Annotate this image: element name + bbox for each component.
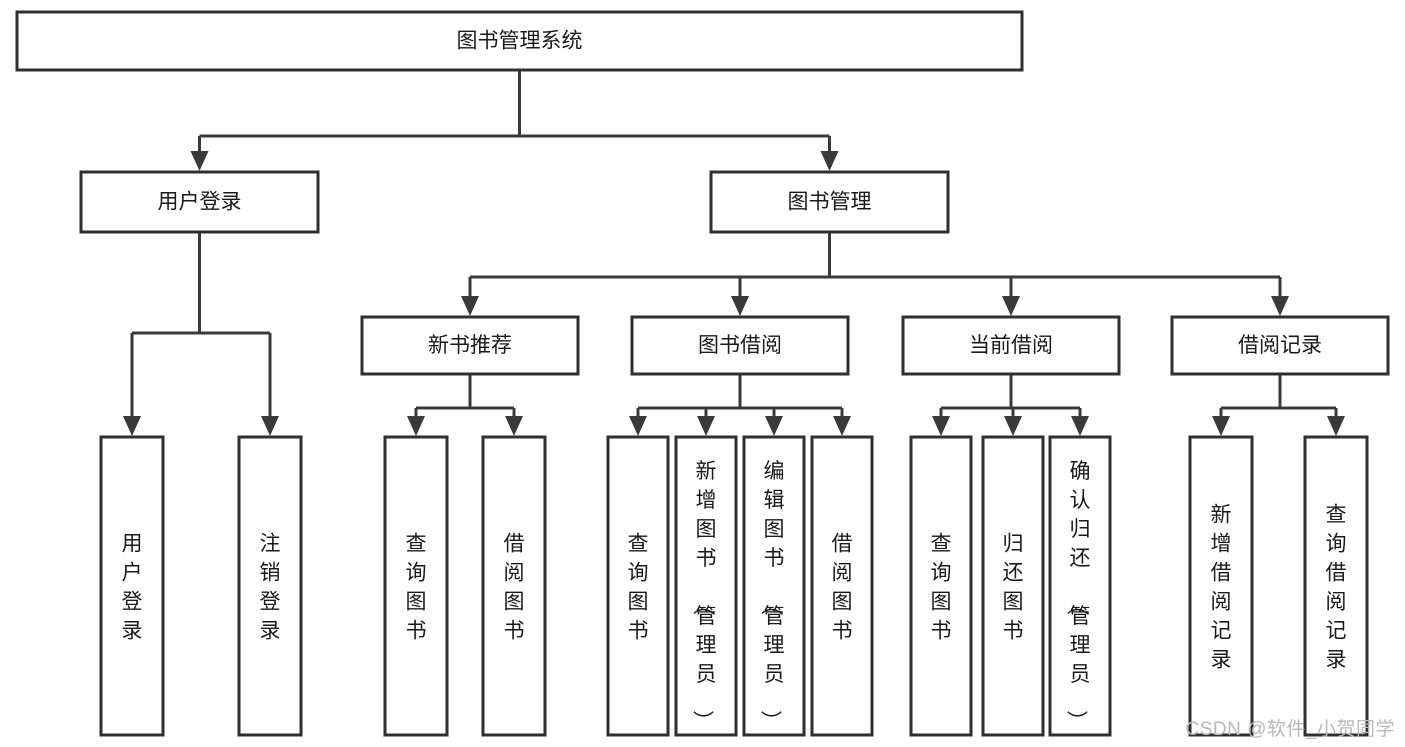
node-label-book-borrow: 图书借阅 xyxy=(698,334,782,357)
node-leaf-query-book-1[interactable]: 查询图书 xyxy=(383,435,449,737)
csdn-watermark: CSDN @软件_小贺同学 xyxy=(1185,719,1395,740)
node-label-borrow-record: 借阅记录 xyxy=(1238,334,1322,357)
arrow-new-book-recommend-leaf-query-book-1 xyxy=(407,416,425,436)
node-new-book-recommend[interactable]: 新书推荐 xyxy=(360,315,580,376)
node-leaf-return-book[interactable]: 归还图书 xyxy=(981,435,1045,737)
node-box-leaf-query-book-2 xyxy=(606,435,670,737)
arrow-root-book-manage xyxy=(820,151,839,171)
node-box-leaf-add-book xyxy=(674,435,738,737)
arrow-new-book-recommend-leaf-borrow-book-1 xyxy=(505,416,523,436)
arrow-current-borrow-leaf-query-book-3 xyxy=(932,416,950,436)
node-label-leaf-user-login: 用户登录 xyxy=(122,533,143,643)
arrow-book-borrow-leaf-query-book-2 xyxy=(629,416,647,436)
arrow-user-login-leaf-user-login xyxy=(123,416,141,436)
edges-layer xyxy=(123,70,1345,436)
nodes-layer: 图书管理系统用户登录图书管理新书推荐图书借阅当前借阅借阅记录用户登录注销登录查询… xyxy=(15,10,1390,737)
arrow-user-login-leaf-user-logout xyxy=(261,416,279,436)
node-label-leaf-borrow-book-1: 借阅图书 xyxy=(504,533,525,643)
arrow-book-borrow-leaf-borrow-book-2 xyxy=(833,416,851,436)
node-box-leaf-user-logout xyxy=(237,435,303,737)
node-label-root: 图书管理系统 xyxy=(457,30,583,53)
node-box-leaf-query-record xyxy=(1303,435,1369,737)
node-label-current-borrow: 当前借阅 xyxy=(969,334,1053,357)
node-leaf-user-logout[interactable]: 注销登录 xyxy=(237,435,303,737)
node-label-leaf-borrow-book-2: 借阅图书 xyxy=(832,533,853,643)
node-box-borrow-record xyxy=(1170,315,1390,376)
arrow-borrow-record-leaf-add-record xyxy=(1212,416,1230,436)
arrow-book-borrow-leaf-add-book xyxy=(697,416,715,436)
node-label-new-book-recommend: 新书推荐 xyxy=(428,334,512,357)
arrow-borrow-record-leaf-query-record xyxy=(1327,416,1345,436)
arrow-book-manage-new-book-recommend xyxy=(461,296,479,316)
node-box-root xyxy=(15,10,1024,72)
node-box-leaf-query-book-1 xyxy=(383,435,449,737)
node-label-leaf-query-book-2: 查询图书 xyxy=(628,533,649,643)
node-box-user-login xyxy=(79,170,320,234)
node-box-leaf-edit-book xyxy=(742,435,806,737)
node-label-leaf-confirm-return: 确认归还（管理员） xyxy=(1065,460,1091,731)
node-leaf-query-record[interactable]: 查询借阅记录 xyxy=(1303,435,1369,737)
node-label-leaf-query-record: 查询借阅记录 xyxy=(1326,504,1347,672)
node-user-login[interactable]: 用户登录 xyxy=(79,170,320,234)
node-leaf-user-login[interactable]: 用户登录 xyxy=(99,435,165,737)
node-leaf-confirm-return[interactable]: 确认归还（管理员） xyxy=(1048,435,1112,737)
node-label-leaf-user-logout: 注销登录 xyxy=(260,533,281,643)
node-box-leaf-return-book xyxy=(981,435,1045,737)
arrow-book-manage-current-borrow xyxy=(1002,296,1020,316)
node-label-leaf-return-book: 归还图书 xyxy=(1003,533,1024,643)
node-root[interactable]: 图书管理系统 xyxy=(15,10,1024,72)
node-box-leaf-borrow-book-2 xyxy=(810,435,874,737)
arrow-root-user-login xyxy=(190,151,209,171)
arrow-current-borrow-leaf-return-book xyxy=(1004,416,1022,436)
node-box-book-borrow xyxy=(630,315,850,376)
node-book-manage[interactable]: 图书管理 xyxy=(709,170,950,234)
node-box-book-manage xyxy=(709,170,950,234)
node-label-user-login: 用户登录 xyxy=(158,191,242,214)
node-borrow-record[interactable]: 借阅记录 xyxy=(1170,315,1390,376)
node-box-leaf-query-book-3 xyxy=(909,435,973,737)
node-leaf-query-book-3[interactable]: 查询图书 xyxy=(909,435,973,737)
node-label-leaf-edit-book: 编辑图书（管理员） xyxy=(759,460,785,731)
node-label-book-manage: 图书管理 xyxy=(788,191,872,214)
node-book-borrow[interactable]: 图书借阅 xyxy=(630,315,850,376)
node-label-leaf-query-book-1: 查询图书 xyxy=(406,533,427,643)
node-label-leaf-query-book-3: 查询图书 xyxy=(931,533,952,643)
node-box-leaf-borrow-book-1 xyxy=(481,435,547,737)
node-leaf-query-book-2[interactable]: 查询图书 xyxy=(606,435,670,737)
node-leaf-add-record[interactable]: 新增借阅记录 xyxy=(1188,435,1254,737)
node-leaf-borrow-book-2[interactable]: 借阅图书 xyxy=(810,435,874,737)
node-current-borrow[interactable]: 当前借阅 xyxy=(901,315,1121,376)
node-label-leaf-add-record: 新增借阅记录 xyxy=(1211,504,1232,672)
node-box-leaf-confirm-return xyxy=(1048,435,1112,737)
node-leaf-add-book[interactable]: 新增图书（管理员） xyxy=(674,435,738,737)
node-box-current-borrow xyxy=(901,315,1121,376)
node-leaf-edit-book[interactable]: 编辑图书（管理员） xyxy=(742,435,806,737)
node-box-new-book-recommend xyxy=(360,315,580,376)
arrow-book-borrow-leaf-edit-book xyxy=(765,416,783,436)
arrow-current-borrow-leaf-confirm-return xyxy=(1071,416,1089,436)
node-box-leaf-add-record xyxy=(1188,435,1254,737)
node-leaf-borrow-book-1[interactable]: 借阅图书 xyxy=(481,435,547,737)
node-box-leaf-user-login xyxy=(99,435,165,737)
arrow-book-manage-book-borrow xyxy=(731,296,749,316)
arrow-book-manage-borrow-record xyxy=(1271,296,1289,316)
node-label-leaf-add-book: 新增图书（管理员） xyxy=(691,460,717,731)
